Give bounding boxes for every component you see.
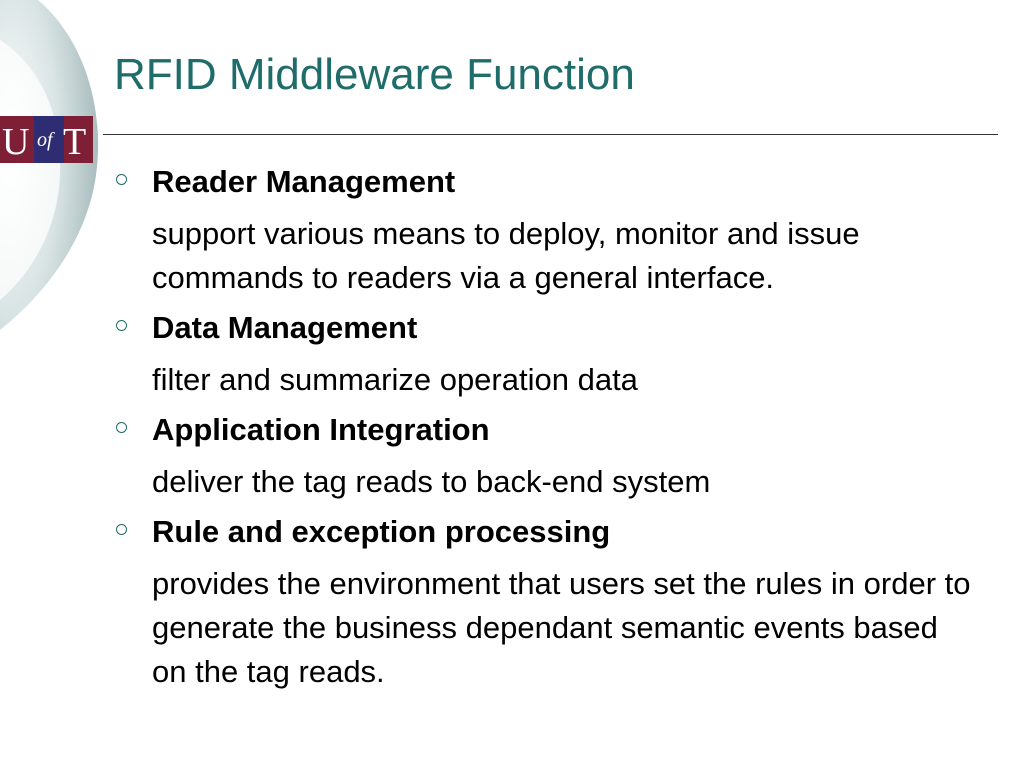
item-heading: Data Management <box>152 310 418 345</box>
list-item: Reader Management support various means … <box>116 160 996 300</box>
logo-middle-panel <box>34 116 64 163</box>
university-logo: U of T <box>0 116 93 163</box>
item-body: deliver the tag reads to back-end system <box>152 464 711 499</box>
logo-lettering: U of T <box>2 121 86 163</box>
list-item: Rule and exception processing provides t… <box>116 510 996 694</box>
list-item: Application Integration deliver the tag … <box>116 408 996 504</box>
hollow-circle-bullet-icon <box>116 174 127 185</box>
item-body: provides the environment that users set … <box>152 566 971 689</box>
svg-text:T: T <box>63 121 86 163</box>
item-body: support various means to deploy, monitor… <box>152 216 860 295</box>
item-heading: Rule and exception processing <box>152 514 611 549</box>
hollow-circle-bullet-icon <box>116 422 127 433</box>
list-item: Data Management filter and summarize ope… <box>116 306 996 402</box>
hollow-circle-bullet-icon <box>116 524 127 535</box>
svg-text:U: U <box>2 121 29 163</box>
item-body: filter and summarize operation data <box>152 362 638 397</box>
bullet-list: Reader Management support various means … <box>116 160 996 700</box>
svg-text:of: of <box>37 129 55 151</box>
item-heading: Reader Management <box>152 164 456 199</box>
slide-title: RFID Middleware Function <box>114 50 635 99</box>
hollow-circle-bullet-icon <box>116 320 127 331</box>
item-heading: Application Integration <box>152 412 490 447</box>
decorative-swoosh <box>0 0 99 330</box>
title-divider <box>103 134 998 135</box>
